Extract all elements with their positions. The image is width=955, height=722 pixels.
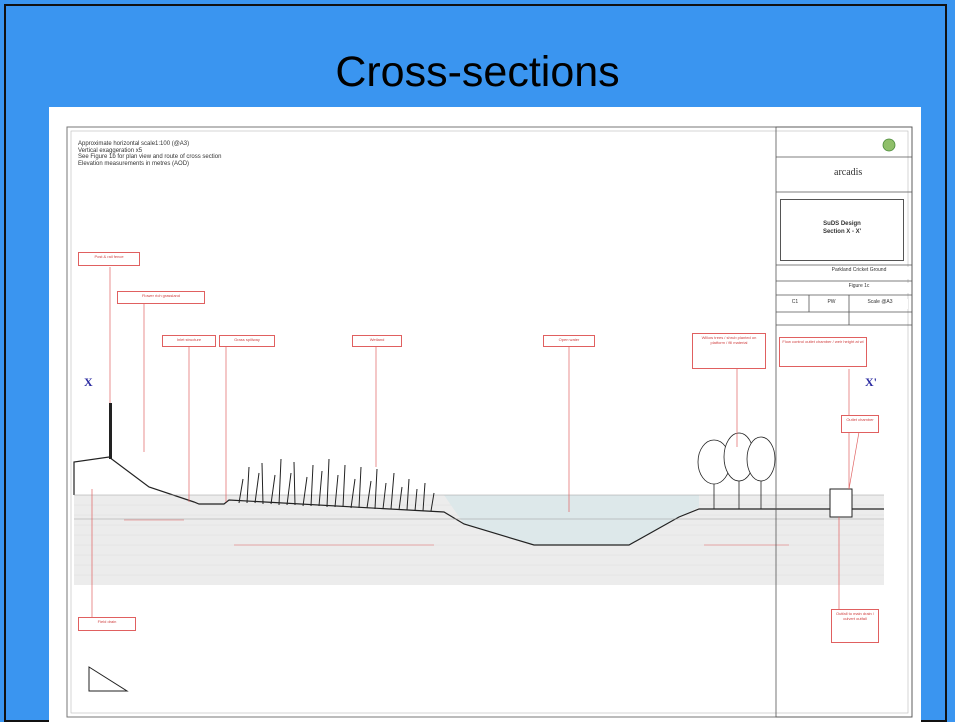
open-water <box>444 495 699 545</box>
scale-info: Scale @A3 <box>852 299 908 309</box>
callout-inlet: Inlet structure <box>162 335 216 347</box>
drawing-title: SuDS Design Section X - X' <box>780 199 904 261</box>
wetland-reeds <box>238 458 435 512</box>
section-end-label: X' <box>865 375 877 389</box>
note-line: Approximate horizontal scale1:100 (@A3) <box>78 141 190 147</box>
callout-field-drain: Field drain <box>78 617 136 631</box>
note-line: See Figure 1b for plan view and route of… <box>78 154 222 160</box>
callout-leaders <box>91 267 860 617</box>
drawing-notes: Approximate horizontal scale1:100 (@A3) … <box>78 141 298 167</box>
callout-spillway: Grass spillway <box>219 335 275 347</box>
figure-number: Figure 1c <box>809 283 909 293</box>
outlet-chamber <box>829 488 853 518</box>
revision: C1 <box>784 299 806 309</box>
slide-title: Cross-sections <box>335 48 620 96</box>
note-line: Elevation measurements in metres (AOD) <box>78 160 190 167</box>
callout-flow-control: Flow control outlet chamber / weir heigh… <box>779 337 867 367</box>
callout-willow-trees: Willow trees / shrub planted on platform… <box>692 333 766 369</box>
drawing-title-line1: SuDS Design <box>823 221 861 227</box>
callout-open-water: Open water <box>543 335 595 347</box>
callout-fence: Post & rail fence <box>78 252 140 266</box>
scale-triangle <box>88 666 129 692</box>
callout-wetland: Wetland <box>352 335 402 347</box>
callout-grassland: Flower rich grassland <box>117 291 205 304</box>
drawing-sheet: Approximate horizontal scale1:100 (@A3) … <box>49 107 921 722</box>
drawing-title-line2: Section X - X' <box>822 229 862 235</box>
company-logo: arcadis <box>834 167 863 178</box>
fence-post <box>109 403 112 459</box>
checked-by: PW <box>819 299 844 309</box>
note-line: Vertical exaggeration x5 <box>78 147 143 154</box>
project-name: Parkland Cricket Ground <box>809 267 909 279</box>
dimension-lines <box>124 519 789 546</box>
callout-outlet-chamber: Outlet chamber <box>841 415 879 433</box>
section-start-label: X <box>84 375 93 389</box>
ground-profile <box>73 456 884 546</box>
willow-trees <box>697 432 776 509</box>
cross-section-drawing <box>66 126 913 718</box>
callout-outfall: Outfall to main drain / culvert outfall <box>831 609 879 643</box>
title-block <box>775 126 913 718</box>
